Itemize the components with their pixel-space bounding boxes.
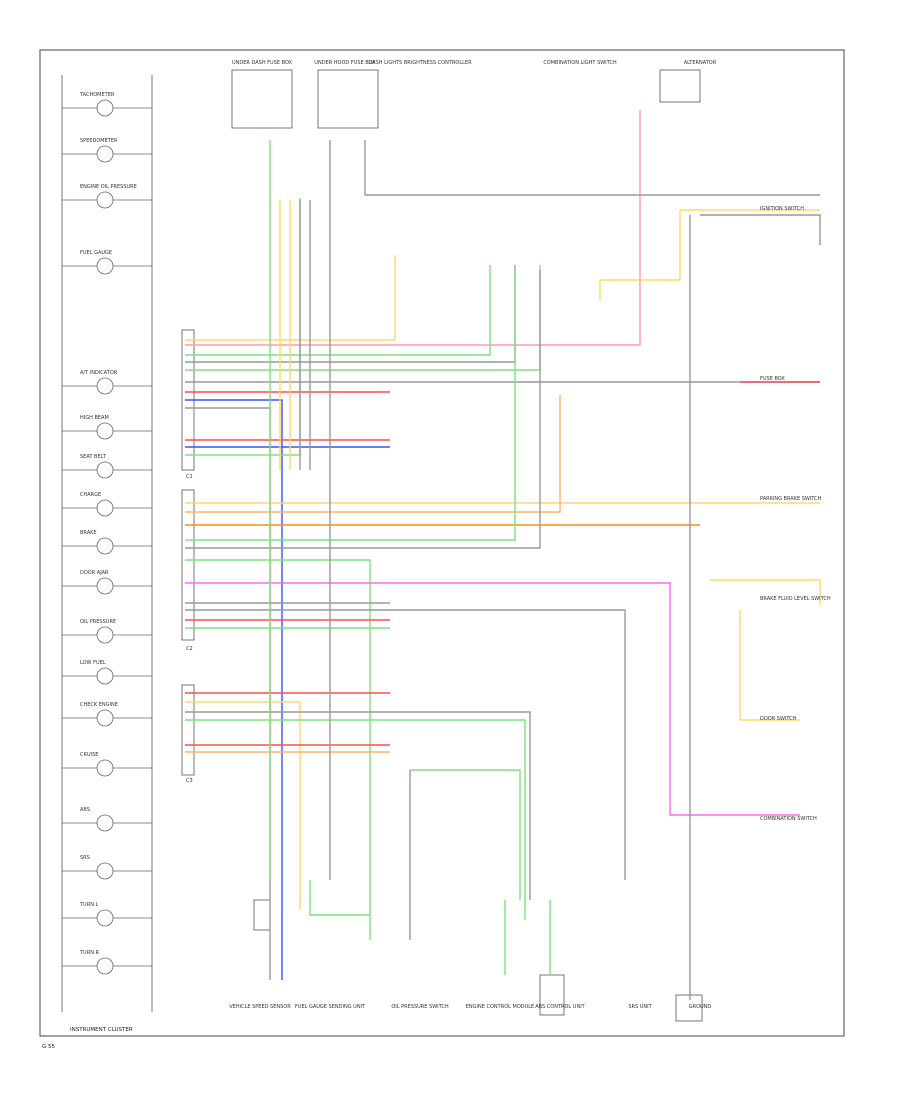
cluster-bulb-1 (96, 145, 114, 163)
bottom-component-label-6: GROUND (689, 1004, 712, 1010)
cluster-bulb-5 (96, 422, 114, 440)
right-component-label-5: COMBINATION SWITCH (760, 816, 817, 822)
bottom-component-labels: VEHICLE SPEED SENSOR FUEL GAUGE SENDING U… (229, 1004, 711, 1010)
left-component-label-17: TURN R (79, 950, 100, 956)
right-component-label-1: FUSE BOX (760, 376, 785, 382)
right-component-label-2: PARKING BRAKE SWITCH (760, 496, 822, 502)
wire-25 (185, 701, 301, 910)
left-component-label-0: TACHOMETER (79, 92, 115, 98)
wire-1 (185, 255, 396, 341)
wire-41 (739, 610, 800, 721)
top-box-3 (659, 69, 701, 103)
cluster-bulb-7 (96, 499, 114, 517)
left-component-label-8: BRAKE (80, 530, 97, 536)
cluster-bulb-3 (96, 257, 114, 275)
left-component-label-9: DOOR AJAR (80, 570, 109, 576)
wire-12 (185, 198, 301, 456)
cluster-bulb-12 (96, 709, 114, 727)
ground-box (675, 994, 703, 1022)
cluster-bulb-16 (96, 909, 114, 927)
cluster-bulb-4 (96, 377, 114, 395)
cluster-bulb-17 (96, 957, 114, 975)
wire-23 (185, 609, 626, 880)
wire-42 (710, 579, 821, 605)
bottom-component-label-0: VEHICLE SPEED SENSOR (229, 1004, 291, 1010)
bottom-component-label-3: ENGINE CONTROL MODULE (466, 1004, 534, 1010)
top-component-labels: UNDER DASH FUSE BOX UNDER HOOD FUSE BOXDA… (232, 60, 717, 66)
top-code: G 55 (42, 1044, 56, 1050)
top-box-2 (317, 69, 379, 129)
cluster-bulb-6 (96, 461, 114, 479)
cluster-bulb-15 (96, 862, 114, 880)
connector-label-c3: C3 (186, 778, 193, 784)
right-component-label-4: DOOR SWITCH (760, 716, 797, 722)
wire-0 (185, 110, 641, 346)
cluster-bulb-2 (96, 191, 114, 209)
wire-18 (185, 559, 371, 940)
bottom-component-label-5: SRS UNIT (628, 1004, 652, 1010)
instrument-cluster-caption: INSTRUMENT CLUSTER (70, 1027, 133, 1033)
left-component-label-4: A/T INDICATOR (80, 370, 118, 376)
wire-32 (364, 140, 820, 196)
top-component-label-1: UNDER HOOD FUSE BOX (314, 60, 376, 66)
top-component-label-3: COMBINATION LIGHT SWITCH (543, 60, 617, 66)
bottom-component-label-2: OIL PRESSURE SWITCH (391, 1004, 449, 1010)
diagram-frame (39, 49, 845, 1037)
left-component-labels: TACHOMETER SPEEDOMETER ENGINE OIL PRESSURE… (62, 92, 152, 975)
connector-c3 (181, 684, 195, 776)
cluster-bulb-0 (96, 99, 114, 117)
cluster-bulb-8 (96, 537, 114, 555)
bottom-component-label-4: ABS CONTROL UNIT (535, 1004, 585, 1010)
left-component-label-1: SPEEDOMETER (80, 138, 118, 144)
wire-4 (185, 265, 541, 371)
left-component-label-14: ABS (80, 807, 90, 813)
connector-label-c2: C2 (186, 646, 193, 652)
left-component-label-6: SEAT BELT (80, 454, 107, 460)
right-component-label-0: IGNITION SWITCH (760, 206, 804, 212)
cluster-bulb-9 (96, 577, 114, 595)
left-component-label-2: ENGINE OIL PRESSURE (80, 184, 137, 190)
cluster-bulb-11 (96, 667, 114, 685)
abs-unit-box (539, 974, 565, 1016)
vss-box (253, 899, 271, 931)
top-box-1 (231, 69, 293, 129)
wire-2 (185, 265, 491, 356)
wire-45 (309, 880, 370, 916)
left-component-label-13: CRUISE (80, 752, 98, 758)
left-component-label-10: OIL PRESSURE (80, 619, 116, 625)
wire-8 (185, 399, 283, 980)
left-component-label-16: TURN L (79, 902, 99, 908)
wire-19 (185, 582, 800, 816)
left-component-label-5: HIGH BEAM (80, 415, 109, 421)
right-component-labels: IGNITION SWITCH FUSE BOX PARKING BRAKE SWI… (760, 206, 831, 822)
connector-c2 (181, 489, 195, 641)
left-component-label-15: SRS (80, 855, 90, 861)
wire-3 (185, 265, 516, 363)
left-component-label-7: CHARGE (80, 492, 101, 498)
left-component-label-3: FUEL GAUGE (80, 250, 112, 256)
right-component-label-3: BRAKE FLUID LEVEL SWITCH (760, 596, 831, 602)
left-component-label-11: LOW FUEL (80, 660, 106, 666)
top-component-label-2: DASH LIGHTS BRIGHTNESS CONTROLLER (368, 60, 472, 66)
cluster-bulb-13 (96, 759, 114, 777)
wire-27 (185, 719, 526, 920)
connector-label-c1: C1 (186, 474, 193, 480)
wire-38 (599, 210, 681, 300)
wire-43 (410, 769, 521, 900)
wire-16 (185, 270, 516, 541)
top-component-label-0: UNDER DASH FUSE BOX (232, 60, 293, 66)
wire-17 (185, 270, 541, 549)
wire-9 (185, 407, 271, 980)
wires (185, 110, 821, 1000)
bottom-component-label-1: FUEL GAUGE SENDING UNIT (295, 1004, 366, 1010)
cluster-bulb-10 (96, 626, 114, 644)
wire-15 (185, 395, 561, 513)
wire-39 (700, 214, 821, 245)
cluster-bulb-14 (96, 814, 114, 832)
wire-26 (185, 711, 531, 900)
left-component-label-12: CHECK ENGINE (80, 702, 118, 708)
top-component-label-4: ALTERNATOR (684, 60, 717, 66)
